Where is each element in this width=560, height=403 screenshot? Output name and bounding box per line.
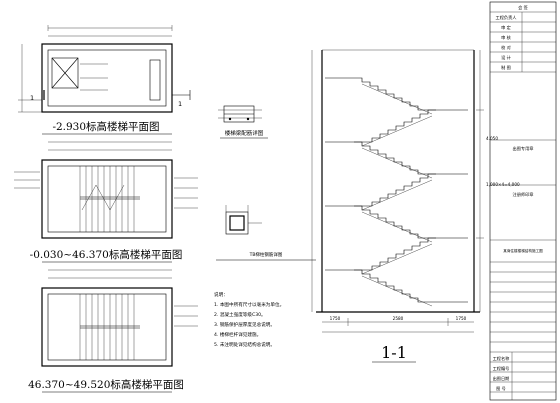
tb-bottom-3: 图 号 [496, 386, 506, 392]
tb-row-2: 审 定 [501, 24, 511, 31]
note-line-1: 1. 本图中所有尺寸以毫米为单位。 [214, 301, 284, 308]
node-detail-title: TB梯柱钢筋详图 [249, 251, 283, 258]
tb-bottom-2: 出图日期 [493, 375, 510, 382]
plan-3: 46.370~49.520标高楼梯平面图 [28, 269, 198, 393]
beam-detail-title: 楼梯梁配筋详图 [225, 129, 264, 137]
beam-detail: 楼梯梁配筋详图 [218, 105, 268, 139]
section-right-label-1: 1,000×4=4,000 [486, 182, 520, 187]
plan-3-title: 46.370~49.520标高楼梯平面图 [28, 378, 184, 391]
tb-row-1: 工程负责人 [496, 14, 518, 21]
note-line-2: 2. 混凝土强度等级C30。 [214, 311, 266, 318]
section-bottom-label-1: 2580 [393, 316, 404, 321]
tb-row-3: 审 核 [501, 34, 512, 41]
tb-stamp-1: 出图专用章 [513, 145, 534, 152]
tb-row-5: 设 计 [501, 54, 511, 61]
plan-2: -0.030~46.370标高楼梯平面图 [14, 141, 198, 263]
section-right-label-0: 4.050 [486, 136, 498, 141]
section-1-1: 4.050 1,000×4=4,000 1750 2580 1750 1-1 [311, 49, 520, 363]
note-line-3: 3. 钢筋保护层厚度见总说明。 [214, 321, 275, 328]
plan-2-title: -0.030~46.370标高楼梯平面图 [30, 248, 183, 261]
note-line-4: 4. 楼梯栏杆详见建施。 [214, 331, 261, 338]
tb-row-4: 校 对 [501, 44, 511, 51]
section-bottom-label-2: 1750 [456, 316, 467, 321]
tb-bottom-1: 工程编号 [493, 365, 510, 372]
notes: 说明： 1. 本图中所有尺寸以毫米为单位。 2. 混凝土强度等级C30。 3. … [214, 291, 284, 348]
tb-project: 某商住楼楼梯结构施工图 [503, 248, 543, 253]
plan-1: 1 1 -2.930标高楼梯平面图 [18, 25, 191, 135]
plan-1-title: -2.930标高楼梯平面图 [52, 120, 159, 133]
note-line-0: 说明： [214, 291, 228, 298]
title-block: 会 签 工程负责人 审 定 审 核 校 对 设 计 制 图 出图专用章 注册师印… [489, 1, 557, 401]
tb-stamp-2: 注册师印章 [513, 191, 534, 198]
tb-row-6: 制 图 [501, 64, 511, 71]
section-mark-right: 1 [178, 100, 182, 108]
note-line-5: 5. 未注明处详见结构总说明。 [214, 341, 275, 348]
tb-row-0: 会 签 [518, 4, 529, 11]
section-title: 1-1 [381, 343, 407, 362]
section-mark-left: 1 [30, 94, 34, 102]
node-detail: TB梯柱钢筋详图 [216, 205, 316, 261]
section-bottom-label-0: 1750 [330, 316, 341, 321]
tb-bottom-0: 工程名称 [493, 355, 510, 362]
